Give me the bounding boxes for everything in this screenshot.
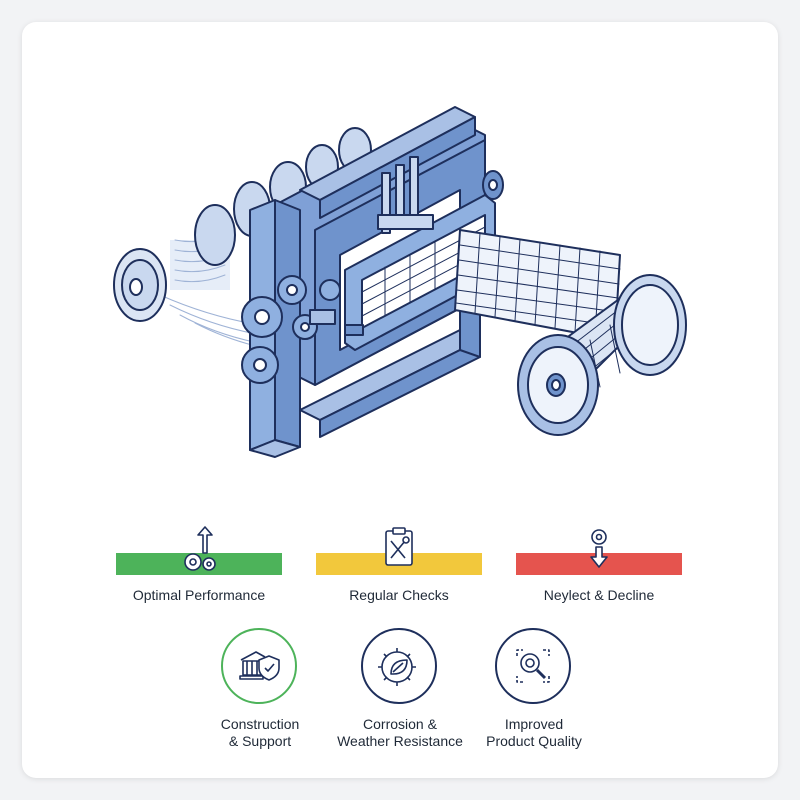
- status-optimal: Optimal Performance: [116, 525, 282, 605]
- feature-circle: [221, 628, 297, 704]
- feature-label: Improved Product Quality: [486, 716, 582, 749]
- feature-construction: Construction & Support: [190, 628, 330, 758]
- status-label: Optimal Performance: [132, 587, 266, 603]
- gear-arrow-down-icon: [590, 529, 608, 568]
- building-shield-icon: [239, 651, 280, 681]
- status-label: Neylect & Decline: [543, 587, 655, 603]
- feature-label: Construction & Support: [220, 716, 300, 749]
- magnifier-inspection-icon: [516, 649, 550, 683]
- status-label: Regular Checks: [349, 587, 449, 603]
- clipboard-wrench-icon: [385, 527, 413, 566]
- feature-circle: [495, 628, 571, 704]
- feature-label: Corrosion & Weather Resistance: [337, 716, 463, 749]
- status-neglect: Neylect & Decline: [516, 525, 682, 605]
- wire-mesh-weaving-machine-illustration: [113, 106, 687, 458]
- gears-arrow-up-icon: [184, 526, 216, 571]
- gear-leaf-icon: [378, 648, 416, 686]
- status-regular: Regular Checks: [316, 525, 482, 605]
- gear-cluster: [241, 275, 341, 384]
- feature-quality: Improved Product Quality: [464, 628, 604, 758]
- feature-corrosion: Corrosion & Weather Resistance: [330, 628, 470, 758]
- status-bar-row: Optimal Performance Regular Checks Neyle…: [0, 525, 800, 615]
- feature-circle: [361, 628, 437, 704]
